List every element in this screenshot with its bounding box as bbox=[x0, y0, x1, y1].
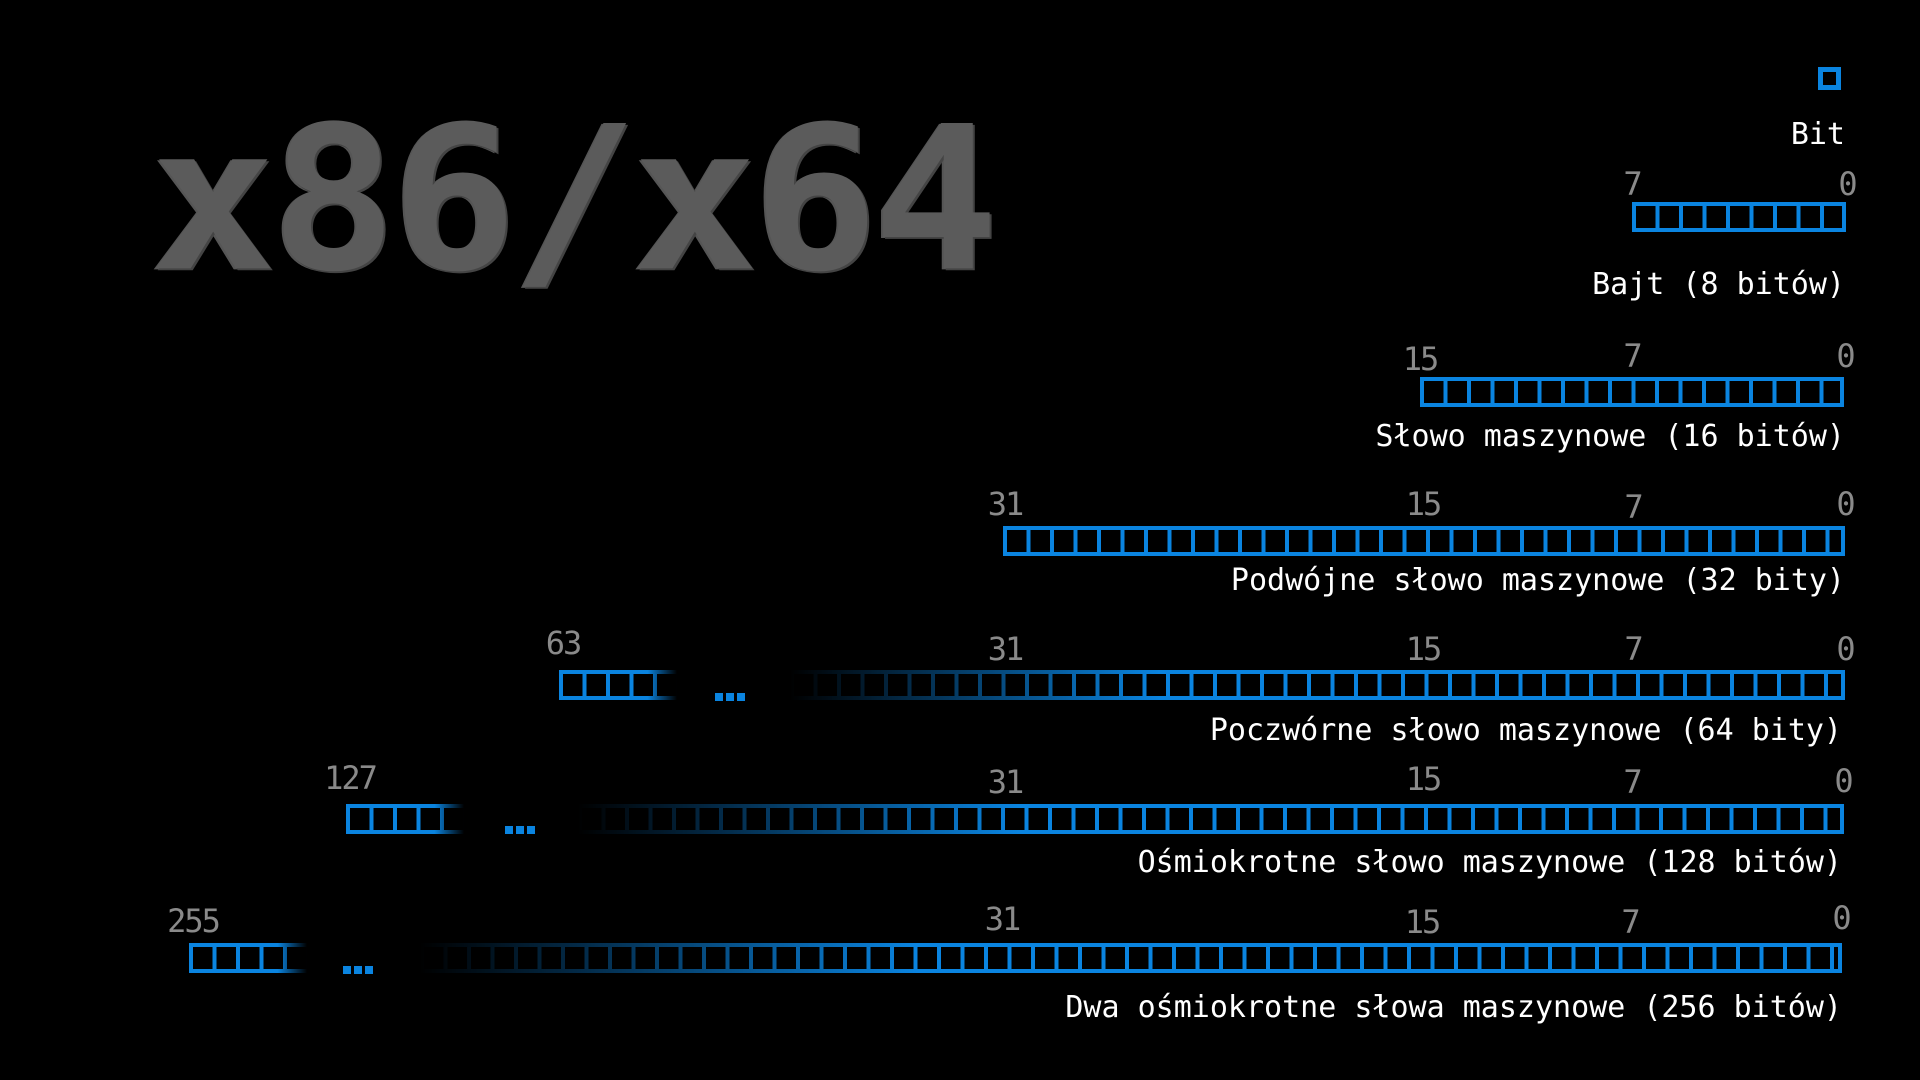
dword-tick-31: 31 bbox=[987, 485, 1025, 523]
byte-label: Bajt (8 bitów) bbox=[1592, 267, 1845, 302]
oword-tick-15: 15 bbox=[1405, 760, 1443, 798]
word-tick-7: 7 bbox=[1623, 337, 1642, 375]
qword-tick-31: 31 bbox=[987, 630, 1025, 668]
oword-tick-127: 127 bbox=[324, 759, 378, 797]
oword-label: Ośmiokrotne słowo maszynowe (128 bitów) bbox=[1137, 845, 1842, 880]
word-tick-0: 0 bbox=[1836, 337, 1855, 375]
byte-bar bbox=[1632, 202, 1846, 232]
yword-tick-7: 7 bbox=[1621, 903, 1640, 941]
bit-box bbox=[1818, 67, 1841, 90]
qword-label: Poczwórne słowo maszynowe (64 bity) bbox=[1209, 713, 1842, 748]
oword-tick-7: 7 bbox=[1623, 763, 1642, 801]
dword-tick-15: 15 bbox=[1405, 485, 1443, 523]
dword-tick-0: 0 bbox=[1836, 485, 1855, 523]
yword-tick-255: 255 bbox=[167, 902, 221, 940]
dword-label: Podwójne słowo maszynowe (32 bity) bbox=[1230, 563, 1845, 598]
yword-bar-high bbox=[189, 943, 307, 973]
bit-label: Bit bbox=[1790, 117, 1845, 152]
diagram-title: x86/x64 bbox=[150, 83, 999, 316]
yword-tick-31: 31 bbox=[984, 900, 1022, 938]
qword-bar-low bbox=[790, 670, 1845, 700]
qword-tick-63: 63 bbox=[545, 624, 583, 662]
qword-ellipsis bbox=[715, 693, 745, 701]
word-label: Słowo maszynowe (16 bitów) bbox=[1375, 419, 1845, 454]
word-bar bbox=[1420, 377, 1844, 407]
yword-ellipsis bbox=[343, 966, 373, 974]
word-tick-15: 15 bbox=[1402, 340, 1440, 378]
oword-ellipsis bbox=[505, 826, 535, 834]
dword-bar bbox=[1003, 526, 1845, 556]
qword-tick-15: 15 bbox=[1405, 630, 1443, 668]
oword-bar-high bbox=[346, 804, 464, 834]
oword-tick-31: 31 bbox=[987, 763, 1025, 801]
yword-tick-15: 15 bbox=[1404, 903, 1442, 941]
byte-tick-7: 7 bbox=[1623, 165, 1642, 203]
yword-bar-low bbox=[420, 943, 1842, 973]
dword-tick-7: 7 bbox=[1624, 488, 1643, 526]
yword-label: Dwa ośmiokrotne słowa maszynowe (256 bit… bbox=[1065, 990, 1842, 1025]
qword-tick-7: 7 bbox=[1624, 630, 1643, 668]
qword-bar-high bbox=[559, 670, 677, 700]
oword-bar-low bbox=[578, 804, 1844, 834]
oword-tick-0: 0 bbox=[1834, 762, 1853, 800]
qword-tick-0: 0 bbox=[1836, 630, 1855, 668]
yword-tick-0: 0 bbox=[1832, 899, 1851, 937]
byte-tick-0: 0 bbox=[1838, 165, 1857, 203]
